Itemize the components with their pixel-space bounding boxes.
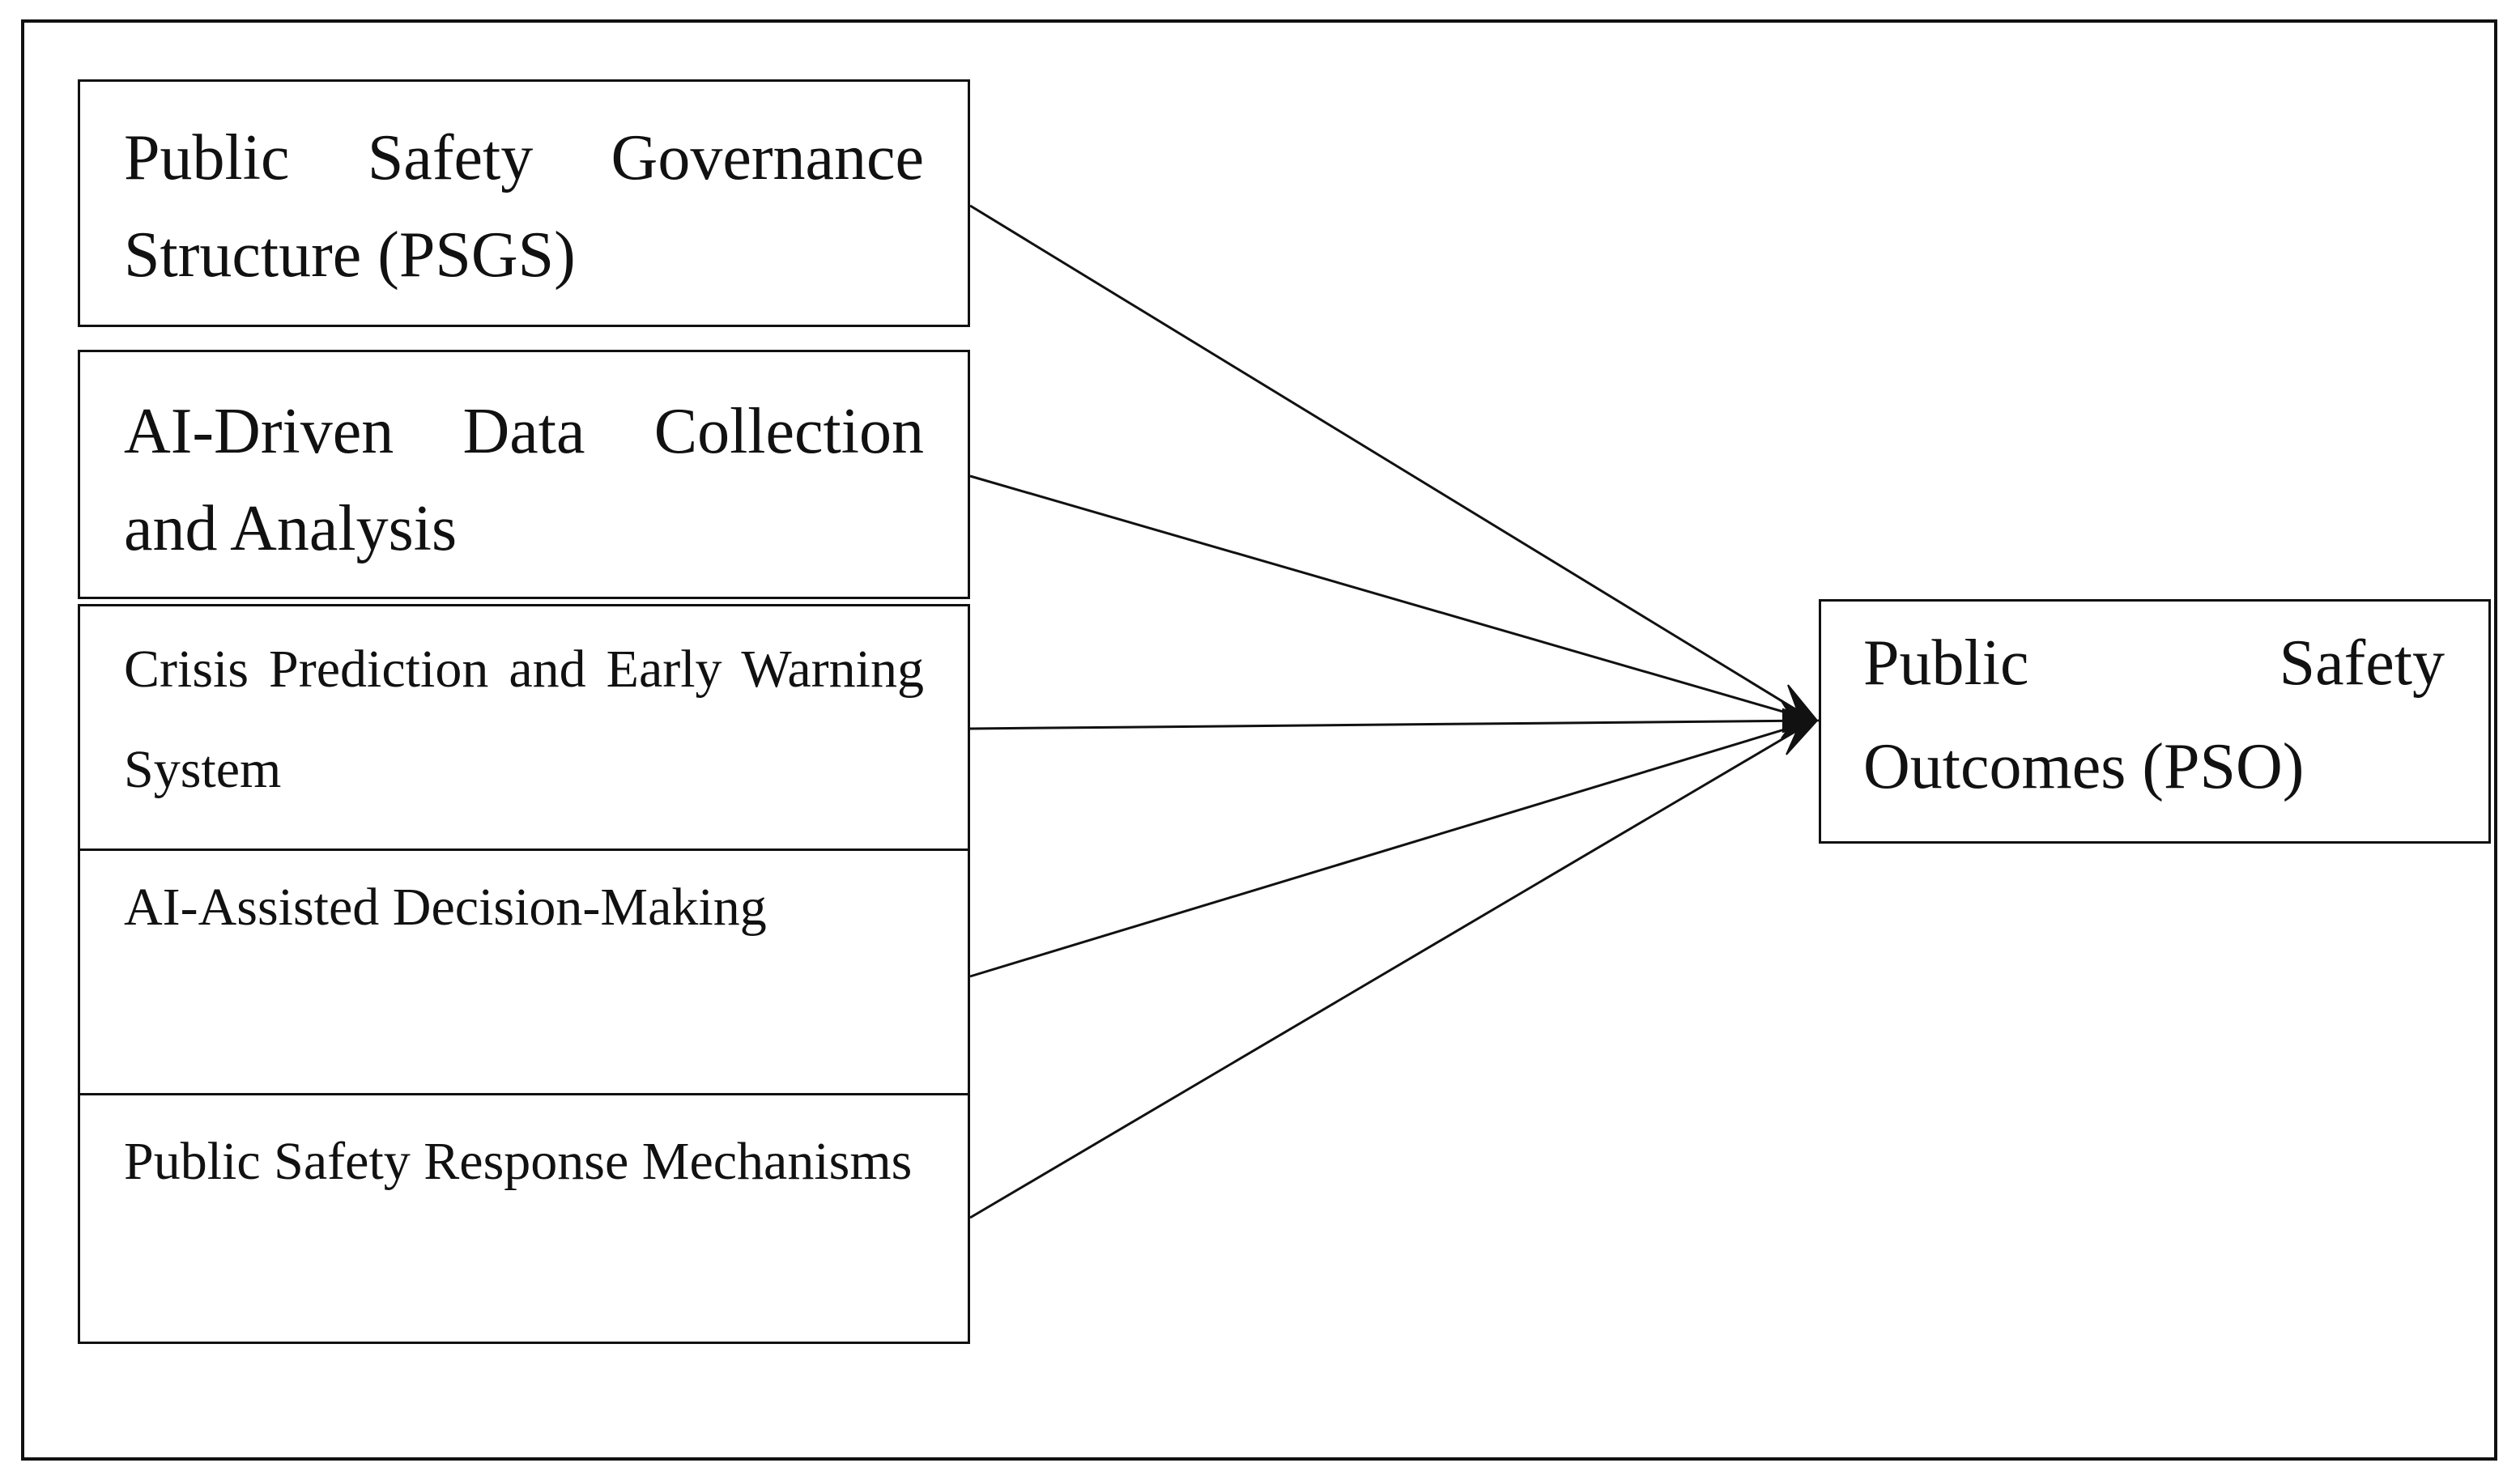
output-label-pso: Public Safety Outcomes (PSO) [1863,627,2445,802]
input-label-response: Public Safety Response Mechanisms [124,1132,913,1191]
input-box-response: Public Safety Response Mechanisms [78,1093,970,1344]
arrow-line-psgs [969,204,1815,722]
input-label-crisis-prediction: Crisis Prediction and Early Warning Syst… [124,640,924,799]
input-label-psgs: Public Safety Governance Structure (PSGS… [124,122,924,291]
input-label-ai-data: AI-Driven Data Collection and Analysis [124,396,924,564]
input-box-ai-decision: AI-Assisted Decision-Making [78,848,970,1096]
diagram-frame [21,19,2497,1461]
arrow-line-ai-decision [969,719,1815,978]
arrow-line-ai-data [969,474,1815,722]
input-box-ai-data: AI-Driven Data Collection and Analysis [78,350,970,599]
input-box-crisis-prediction: Crisis Prediction and Early Warning Syst… [78,604,970,852]
arrow-line-response [969,719,1815,1219]
output-box-pso: Public Safety Outcomes (PSO) [1819,599,2491,844]
arrowhead-response [1786,719,1820,755]
arrow-line-crisis-prediction [969,719,1815,730]
input-box-psgs: Public Safety Governance Structure (PSGS… [78,79,970,327]
input-label-ai-decision: AI-Assisted Decision-Making [124,878,767,937]
